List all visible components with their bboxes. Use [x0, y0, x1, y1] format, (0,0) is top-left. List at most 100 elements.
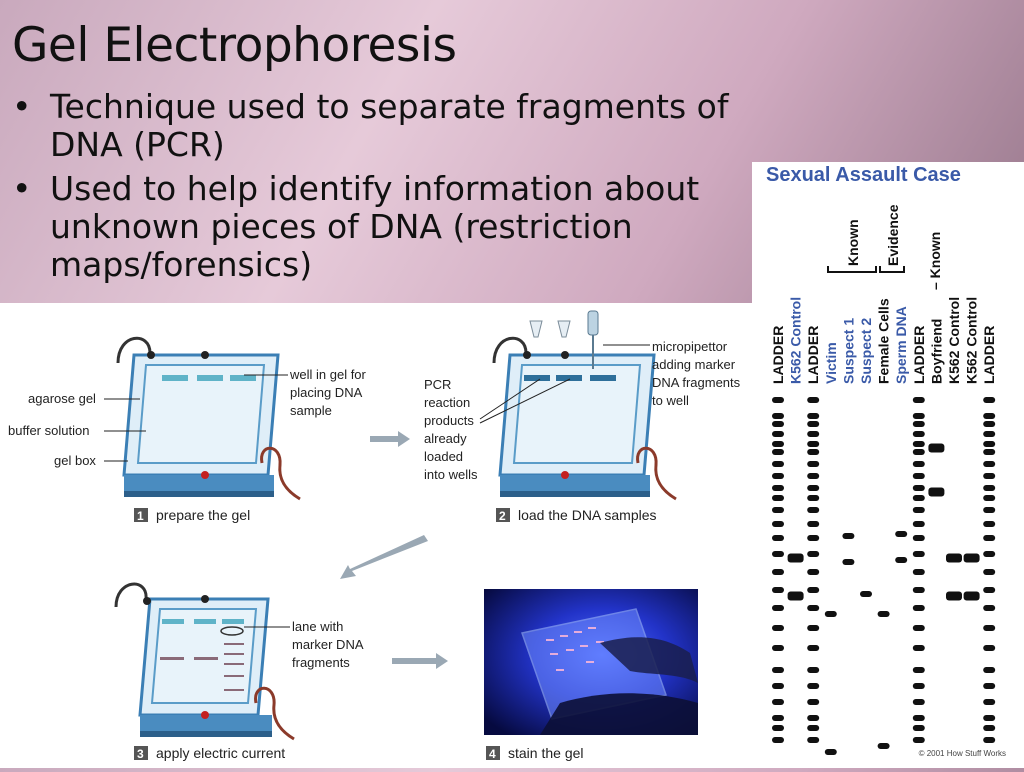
gel-band	[983, 413, 996, 419]
step-3-badge	[134, 746, 148, 760]
gel-band	[807, 535, 820, 541]
label-pcr-line4: already	[424, 431, 467, 446]
gel-band	[772, 495, 784, 501]
gel-band	[807, 485, 820, 491]
stained-gel-photo	[484, 589, 698, 735]
gel-band	[912, 413, 925, 419]
lane-label: LADDER	[911, 326, 927, 384]
gel-band	[983, 667, 996, 673]
gel-band	[807, 449, 820, 455]
gel-band	[860, 591, 872, 597]
gel-band	[772, 699, 784, 705]
gel-band	[912, 587, 925, 593]
gel-band	[928, 487, 945, 497]
gel-band	[983, 625, 996, 631]
gel-band	[807, 667, 820, 673]
label-well-line1: well in gel for	[289, 367, 367, 382]
gel-band	[807, 715, 820, 721]
gel-box-2	[479, 310, 677, 501]
lane-label: K562 Control	[788, 297, 804, 384]
label-buffer-solution: buffer solution	[8, 423, 89, 438]
label-pcr-line3: products	[424, 413, 474, 428]
gel-band	[772, 449, 784, 455]
gel-band	[772, 569, 784, 575]
label-well-line2: placing DNA	[290, 385, 363, 400]
gel-band	[983, 485, 996, 491]
gel-band	[912, 605, 925, 611]
known-bracket	[827, 266, 877, 273]
gel-band	[772, 413, 784, 419]
gel-band	[983, 521, 996, 527]
gel-band	[772, 485, 784, 491]
gel-band	[912, 421, 925, 427]
lane-label: LADDER	[770, 326, 786, 384]
gel-band	[895, 557, 908, 563]
gel-band	[983, 645, 996, 651]
gel-band	[983, 397, 996, 403]
gel-band	[807, 397, 820, 403]
lane-label: Victim	[823, 342, 839, 384]
lane-label: Suspect 1	[840, 318, 856, 384]
gel-band	[946, 553, 962, 563]
label-agarose-gel: agarose gel	[28, 391, 96, 406]
label-pcr-line1: PCR	[424, 377, 451, 392]
bullet-dot: •	[12, 87, 32, 126]
gel-band	[912, 397, 925, 403]
label-lane-line3: fragments	[292, 655, 350, 670]
gel-band	[912, 431, 925, 437]
step-3-number: 3	[137, 747, 144, 761]
gel-band	[963, 591, 980, 601]
gel-band	[824, 611, 837, 617]
gel-band	[912, 683, 925, 689]
gel-band	[983, 551, 996, 557]
gel-band	[807, 521, 820, 527]
step-4-caption: stain the gel	[508, 745, 584, 761]
evidence-bracket	[879, 266, 905, 273]
lane-label: Sperm DNA	[893, 306, 909, 384]
step-4-number: 4	[489, 747, 496, 761]
gel-band	[983, 473, 996, 479]
gel-band	[912, 521, 925, 527]
gel-band	[772, 441, 784, 447]
gel-band	[787, 591, 804, 601]
gel-band	[772, 715, 784, 721]
gel-band	[983, 605, 996, 611]
gel-band	[772, 521, 784, 527]
label-pcr-line2: reaction	[424, 395, 470, 410]
lane-bands	[772, 397, 996, 755]
gel-band	[807, 699, 820, 705]
case-title: Sexual Assault Case	[766, 164, 961, 186]
gel-band	[807, 413, 820, 419]
gel-band	[772, 605, 784, 611]
gel-band	[912, 551, 925, 557]
gel-band	[912, 485, 925, 491]
gel-band	[772, 461, 784, 467]
bullet-dot: •	[12, 169, 32, 208]
bullet-text: Technique used to separate fragments of …	[50, 87, 729, 164]
gel-band	[912, 535, 925, 541]
label-micropipettor-line3: DNA fragments	[652, 375, 741, 390]
step-2-number: 2	[499, 509, 506, 523]
gel-band	[807, 645, 820, 651]
lane-label: Suspect 2	[858, 318, 874, 384]
gel-band	[963, 553, 980, 563]
step-4-badge	[486, 746, 500, 760]
label-pcr-line5: loaded	[424, 449, 463, 464]
gel-band	[772, 625, 784, 631]
arrow-right-icon	[392, 653, 448, 669]
gel-band	[842, 533, 855, 539]
gel-band	[912, 441, 925, 447]
gel-band	[946, 591, 962, 601]
gel-band	[912, 667, 925, 673]
arrow-right-icon	[370, 431, 410, 447]
gel-band	[983, 725, 996, 731]
gel-band	[877, 611, 890, 617]
gel-band	[772, 683, 784, 689]
gel-band	[983, 441, 996, 447]
step-3-caption: apply electric current	[156, 745, 285, 761]
gel-box-3	[114, 582, 295, 741]
bullet-item: •Used to help identify information about…	[0, 170, 760, 284]
gel-band	[912, 715, 925, 721]
